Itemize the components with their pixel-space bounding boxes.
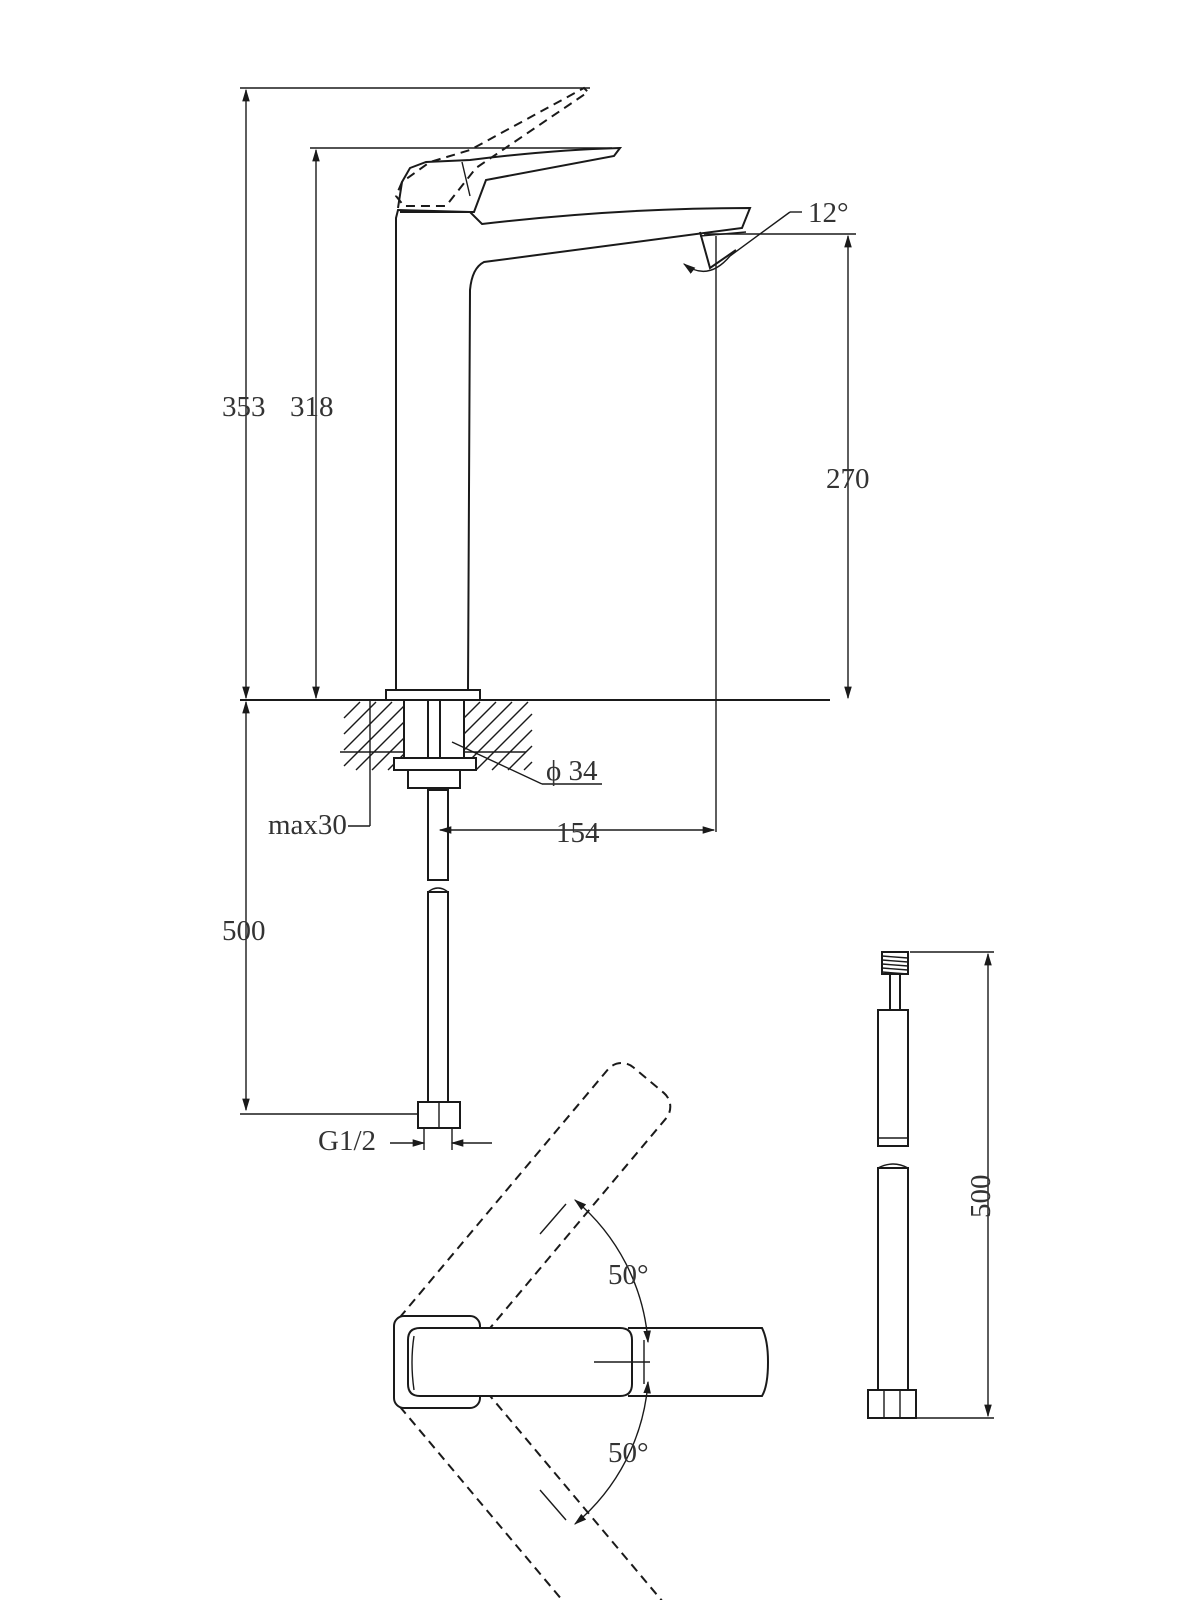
handle-lever-solid: [397, 146, 623, 213]
thread-line: [881, 955, 909, 959]
deck-hatch-line: [475, 713, 533, 771]
thread-line: [881, 963, 909, 967]
supply-hose-side: [390, 789, 492, 1150]
dim-g12-label: G1/2: [318, 1125, 376, 1157]
deck-cross-section: [340, 699, 602, 827]
dim-12deg-label: 12°: [808, 197, 849, 229]
faucet-body-outline: [395, 206, 752, 691]
deck-hatch-line: [343, 701, 361, 719]
deck-hatch-line: [343, 701, 377, 735]
deck-hatch-line: [523, 761, 533, 771]
deck-hatch-line: [463, 701, 529, 767]
dim-phi34-label: ϕ 34: [546, 755, 598, 787]
dim-500-detail-label: 500: [965, 1175, 997, 1219]
handle-lever-raised-dashed: [394, 86, 590, 207]
deck-hatch-line: [507, 745, 533, 771]
dim-50deg-upper-label: 50°: [608, 1259, 649, 1291]
deck-hatch-line: [343, 701, 393, 751]
dim-50deg-lower-label: 50°: [608, 1437, 649, 1469]
deck-hatch-line: [343, 705, 405, 767]
deck-hatch-line: [355, 721, 405, 771]
dim-270-label: 270: [826, 463, 870, 495]
dim-353-label: 353: [222, 391, 266, 423]
deck-hatch-line: [371, 737, 405, 771]
faucet-top-view: [393, 1062, 770, 1600]
dimension-lines: [240, 87, 856, 1115]
deck-hatch-line: [463, 701, 481, 719]
deck-hatch-line: [463, 701, 513, 751]
faucet-side-view: [385, 86, 752, 701]
thread-line: [881, 959, 909, 963]
dim-318-label: 318: [290, 391, 334, 423]
dim-max30-label: max30: [268, 809, 347, 841]
base-flange: [385, 689, 481, 701]
thread-line: [881, 967, 909, 971]
hose-detail-view: [867, 951, 994, 1419]
dim-500-hose-label: 500: [222, 915, 266, 947]
deck-hatch-line: [463, 701, 497, 735]
dim-154-label: 154: [556, 817, 600, 849]
